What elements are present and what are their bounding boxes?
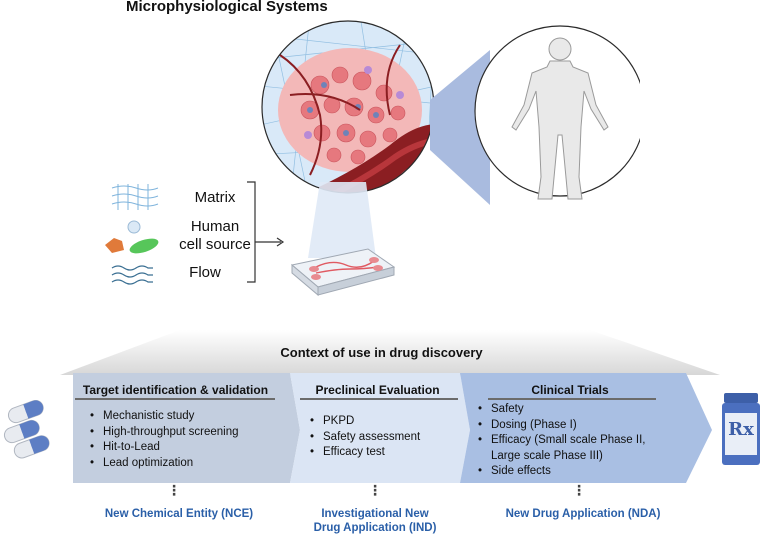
stage-list-clinical: Safety Dosing (Phase I) Efficacy (Small …: [478, 402, 693, 480]
list-item: Side effects: [478, 464, 693, 480]
output-nce: New Chemical Entity (NCE): [104, 508, 254, 520]
context-fan-background: [60, 330, 720, 375]
dots-nce: ⋮: [167, 482, 181, 498]
prescription-bottle-icon: [722, 393, 760, 465]
list-item: PKPD: [310, 414, 460, 430]
output-nda: New Drug Application (NDA): [505, 508, 661, 520]
stage-rule-preclinical: [300, 398, 458, 400]
tissue-circle-illustration: [261, 20, 435, 194]
human-body-circle-illustration: [474, 25, 640, 200]
context-title: Context of use in drug discovery: [280, 345, 483, 360]
list-item: High-throughput screening: [90, 425, 290, 441]
list-item: Mechanistic study: [90, 409, 290, 425]
stage-heading-clinical: Clinical Trials: [531, 383, 609, 397]
stage-heading-preclinical: Preclinical Evaluation: [315, 383, 440, 397]
list-item: Lead optimization: [90, 456, 290, 472]
zoom-connector-wedge: [430, 50, 490, 205]
chip-projection-cone: [308, 182, 376, 258]
stage-rule-clinical: [488, 398, 656, 400]
list-item: Dosing (Phase I): [478, 418, 693, 434]
flow-label: Flow: [189, 264, 221, 281]
matrix-label: Matrix: [194, 189, 236, 206]
cell-source-label: Human cell source: [179, 218, 251, 253]
dots-ind: ⋮: [368, 482, 382, 498]
list-item: Efficacy (Small scale Phase II, Large sc…: [478, 433, 693, 464]
stage-list-target: Mechanistic study High-throughput screen…: [90, 409, 290, 471]
stage-list-preclinical: PKPD Safety assessment Efficacy test: [310, 414, 460, 461]
list-item: Safety: [478, 402, 693, 418]
list-item: Safety assessment: [310, 430, 460, 446]
cell-source-icon: [105, 220, 159, 254]
dots-nda: ⋮: [572, 482, 586, 498]
organ-on-chip-icon: [290, 248, 396, 297]
figure-title: Microphysiological Systems: [126, 0, 328, 15]
matrix-icon: [111, 184, 159, 210]
pills-icon: [3, 400, 50, 459]
list-item: Hit-to-Lead: [90, 440, 290, 456]
list-item: Efficacy test: [310, 445, 460, 461]
output-ind: Investigational New Drug Application (IN…: [313, 508, 437, 534]
rx-label: Rx: [728, 419, 754, 440]
inputs-bracket-arrow: [247, 181, 285, 283]
stage-rule-target: [75, 398, 275, 400]
flow-icon: [111, 265, 153, 285]
stage-heading-target: Target identification & validation: [82, 383, 269, 397]
